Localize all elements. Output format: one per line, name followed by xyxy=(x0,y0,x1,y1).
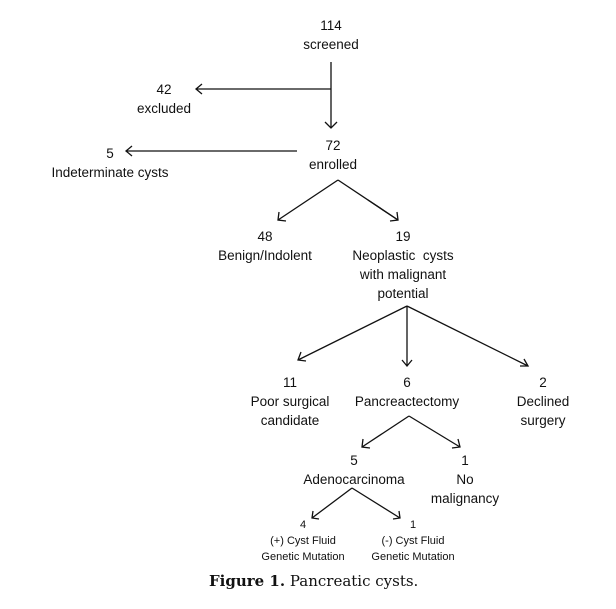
node-pancreatectomy: 6 Pancreactectomy xyxy=(354,375,460,409)
node-no-malignancy: 1 No malignancy xyxy=(430,453,500,506)
node-enrolled: 72 enrolled xyxy=(308,138,358,172)
node-declined: 2 Declined surgery xyxy=(516,375,570,428)
node-adenocarcinoma: 5 Adenocarcinoma xyxy=(303,453,405,487)
arrow-neg xyxy=(351,487,401,519)
arrow-benign xyxy=(277,179,339,221)
node-benign: 48 Benign/Indolent xyxy=(218,229,312,263)
figure-caption: Figure 1. Pancreatic cysts. xyxy=(209,572,419,590)
node-screened: 114 screened xyxy=(303,18,359,52)
arrow-adeno xyxy=(361,415,410,448)
node-positive-mutation: 4 (+) Cyst Fluid Genetic Mutation xyxy=(261,519,345,563)
node-neoplastic: 19 Neoplastic cysts with malignant poten… xyxy=(352,229,454,301)
arrow-pos xyxy=(311,487,353,519)
node-negative-mutation: 1 (-) Cyst Fluid Genetic Mutation xyxy=(371,519,455,563)
node-indeterminate: 5 Indeterminate cysts xyxy=(51,146,169,180)
node-poor-candidate: 11 Poor surgical candidate xyxy=(250,375,330,428)
arrow-declined xyxy=(406,305,529,367)
node-excluded: 42 excluded xyxy=(136,82,192,116)
arrow-poor xyxy=(297,305,408,361)
arrow-nomalig xyxy=(408,415,461,448)
